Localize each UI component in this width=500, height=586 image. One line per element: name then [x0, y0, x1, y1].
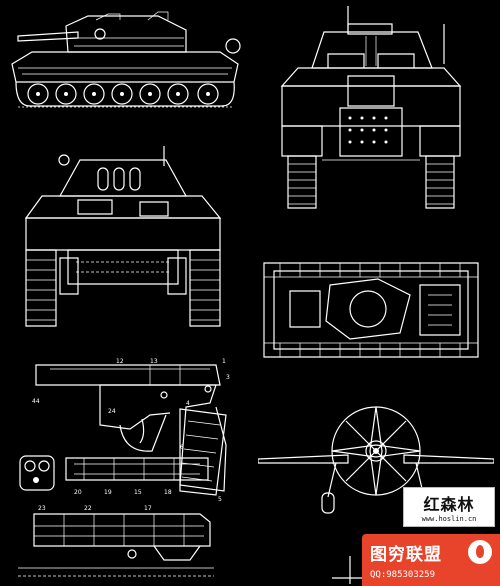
tank-front-view-drawing: [268, 4, 473, 212]
pistol-label: 17: [144, 505, 152, 512]
forest-watermark-badge: 红森林 www.hoslin.cn: [403, 487, 495, 527]
tuqiong-watermark-badge: 图穷联盟 QQ:985303259: [362, 534, 500, 586]
flame-logo-icon: [468, 540, 492, 564]
pistol-label: 23: [38, 505, 46, 512]
tank-top-plan-drawing: [260, 255, 482, 365]
pistol-label: 44: [32, 398, 40, 405]
pistol-label: 24: [108, 408, 116, 415]
forest-watermark-url: www.hoslin.cn: [421, 515, 477, 523]
pistol-label: 18: [164, 489, 172, 496]
pistol-label: 1: [222, 358, 226, 365]
forest-watermark-title: 红森林: [423, 495, 475, 514]
pistol-label: 19: [104, 489, 112, 496]
tank-rear-view-drawing: [16, 146, 233, 330]
tuqiong-watermark-title: 图穷联盟: [370, 545, 442, 565]
pistol-label: 22: [84, 505, 92, 512]
pistol-label: 6: [180, 444, 184, 451]
pistol-label: 15: [134, 489, 142, 496]
pistol-section-drawing: 20 19 15 18 23 22 17: [14, 450, 219, 582]
pistol-side-view-drawing: 12 13 1 3 44 24 4 6 5: [32, 358, 230, 503]
pistol-label: 12: [116, 358, 124, 365]
pistol-label: 13: [150, 358, 158, 365]
pistol-label: 5: [218, 496, 222, 503]
tank-side-view-drawing: [8, 8, 243, 113]
pistol-label: 4: [186, 400, 190, 407]
pistol-label: 3: [226, 374, 230, 381]
tuqiong-watermark-qq: QQ:985303259: [370, 570, 436, 580]
pistol-label: 20: [74, 489, 82, 496]
